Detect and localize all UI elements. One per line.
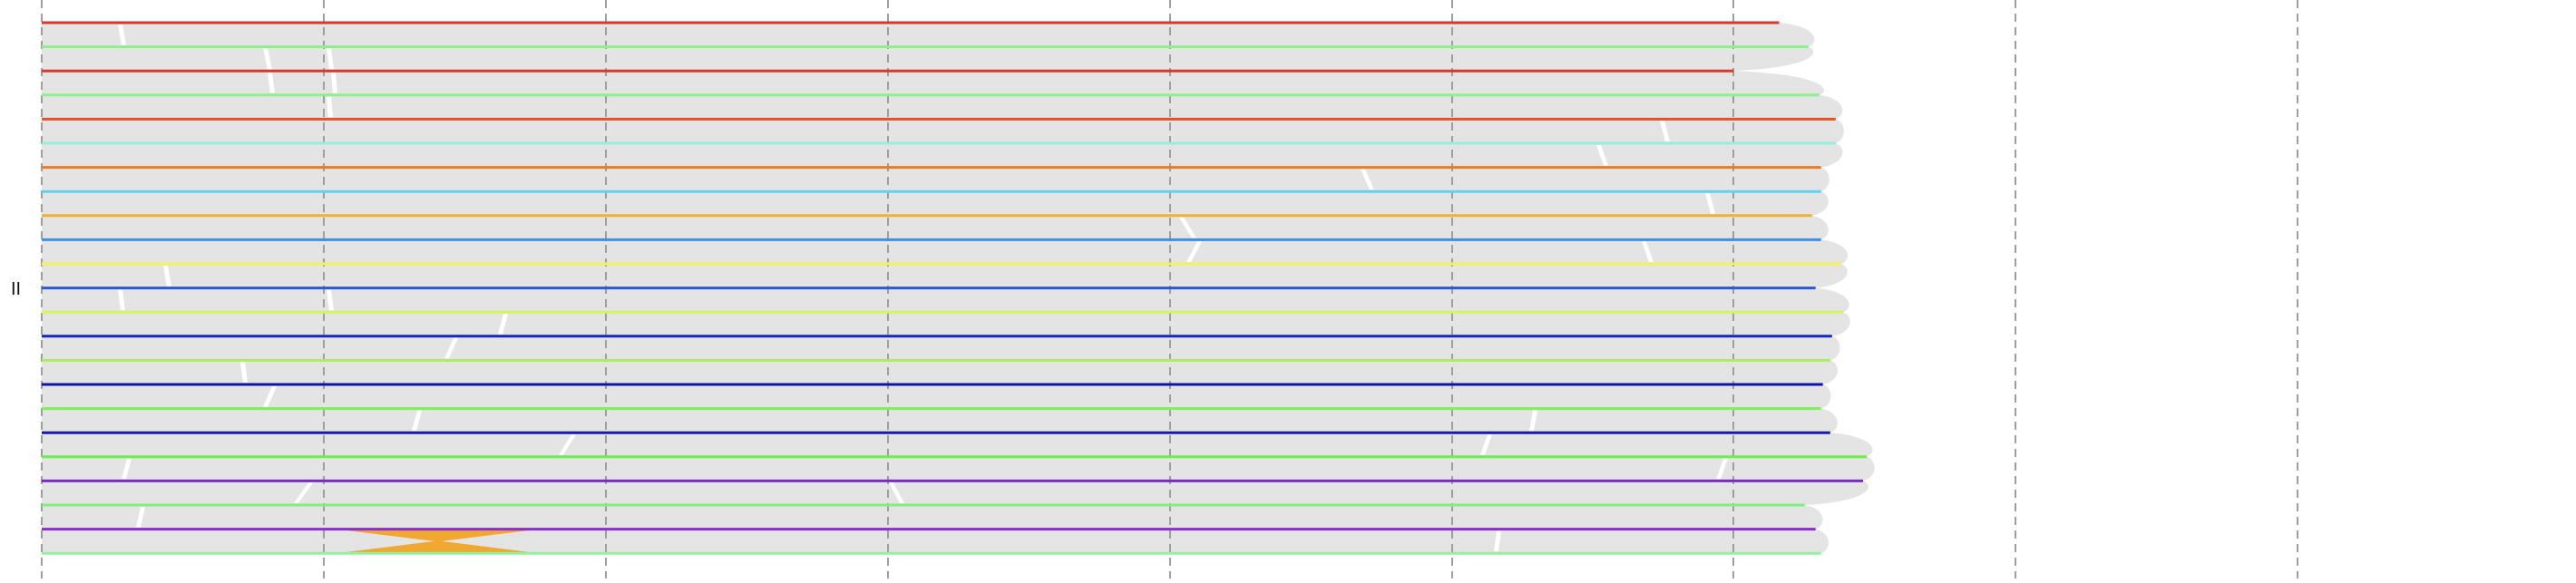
collinearity-gap (1660, 121, 1670, 141)
synteny-band (42, 94, 1843, 120)
collinearity-gap (1361, 169, 1374, 190)
synteny-band (42, 71, 1824, 95)
collinearity-gap (163, 266, 171, 287)
collinearity-gap (559, 434, 576, 455)
synteny-band (42, 456, 1875, 481)
collinearity-gap (1179, 217, 1196, 238)
synteny-band (42, 360, 1838, 384)
synteny-band (42, 481, 1869, 505)
collinearity-gap (327, 289, 334, 311)
synteny-band (42, 167, 1830, 192)
collinearity-gap (118, 289, 125, 311)
collinearity-gap (294, 482, 313, 503)
collinearity-gap (118, 24, 126, 45)
collinearity-gap (1705, 193, 1715, 214)
synteny-band (42, 46, 1814, 72)
collinearity-gap (240, 362, 248, 383)
synteny-band (42, 384, 1831, 409)
collinearity-gap (1596, 145, 1608, 166)
synteny-band (42, 23, 1815, 47)
synteny-band (42, 408, 1838, 433)
collinearity-gap (122, 458, 132, 480)
collinearity-gap (1529, 410, 1537, 432)
synteny-band (42, 191, 1829, 216)
synteny-band (42, 239, 1849, 264)
chromosome-tracks (42, 21, 1867, 555)
synteny-band (42, 312, 1850, 336)
collinearity-gap (1186, 241, 1202, 262)
collinearity-gap (498, 314, 508, 335)
collinearity-gap (327, 48, 334, 70)
synteny-band (42, 432, 1873, 457)
collinearity-gap (1480, 434, 1492, 455)
collinearity-gap (412, 410, 422, 432)
collinearity-gap (136, 507, 145, 528)
collinearity-gap (889, 482, 904, 503)
collinearity-gaps (118, 24, 1728, 554)
collinearity-gap (1642, 241, 1654, 262)
synteny-band (42, 215, 1829, 240)
synteny-band (42, 335, 1840, 361)
collinearity-gap (327, 96, 333, 118)
collinearity-gap (1494, 530, 1501, 552)
synteny-band (42, 264, 1848, 288)
synteny-bands (42, 23, 1875, 554)
synteny-band (42, 287, 1849, 313)
collinearity-gap (263, 386, 277, 407)
synteny-band (42, 143, 1843, 168)
synteny-band (42, 505, 1823, 530)
collinearity-gap (331, 73, 337, 93)
collinearity-gap (263, 48, 272, 70)
collinearity-gap (268, 73, 275, 93)
synteny-band (42, 119, 1844, 143)
collinearity-gap (444, 337, 458, 359)
collinearity-gap (1716, 458, 1728, 480)
synteny-band (42, 529, 1830, 554)
chromosome-label: II (11, 279, 22, 299)
